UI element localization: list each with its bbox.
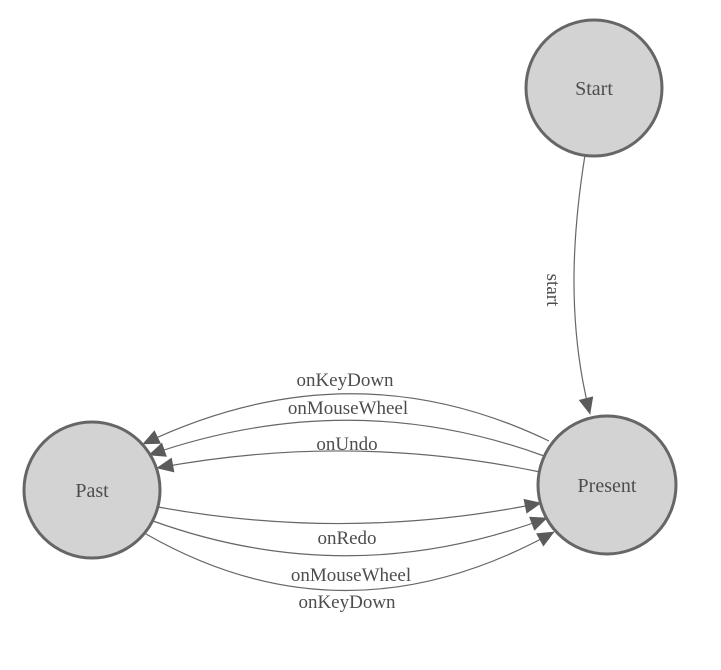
edge-label-onredo: onRedo [317,528,376,549]
node-past-label: Past [75,480,109,502]
edge-label-onmousewheel-top: onMouseWheel [288,398,408,419]
edge-start-to-present: start [542,154,594,415]
node-start-circle[interactable] [524,18,664,158]
edge-label-onkeydown-bottom: onKeyDown [298,592,396,613]
node-present-label: Present [578,475,637,497]
node-present-circle[interactable] [536,414,678,556]
edge-path-start [573,154,594,415]
edge-path-onmousewheel-bottom [152,516,548,557]
edge-path-onkeydown-bottom [145,531,555,592]
edge-present-to-past-onmousewheel: onMouseWheel [148,398,545,457]
edge-present-to-past-onkeydown: onKeyDown [142,370,550,445]
edge-present-to-past-onundo: onUndo [156,434,541,473]
edge-past-to-present-onkeydown: onKeyDown [145,531,555,613]
node-start-label: Start [575,78,613,100]
edge-path-onredo [157,498,542,525]
edge-path-onundo [156,450,541,473]
edge-path-onkeydown-top [142,393,550,445]
edge-past-to-present-onmousewheel: onMouseWheel [152,516,548,586]
edge-label-onundo: onUndo [316,434,377,455]
node-past-circle[interactable] [22,420,162,560]
edge-label-onkeydown-top: onKeyDown [296,370,394,391]
node-start[interactable]: Start [524,18,664,158]
edge-label-onmousewheel-bottom: onMouseWheel [291,565,411,586]
node-present[interactable]: Present [536,414,678,556]
node-past[interactable]: Past [22,420,162,560]
edge-past-to-present-onredo: onRedo [157,498,542,549]
edge-label-start: start [542,274,563,307]
edge-path-onmousewheel-top [148,419,545,457]
